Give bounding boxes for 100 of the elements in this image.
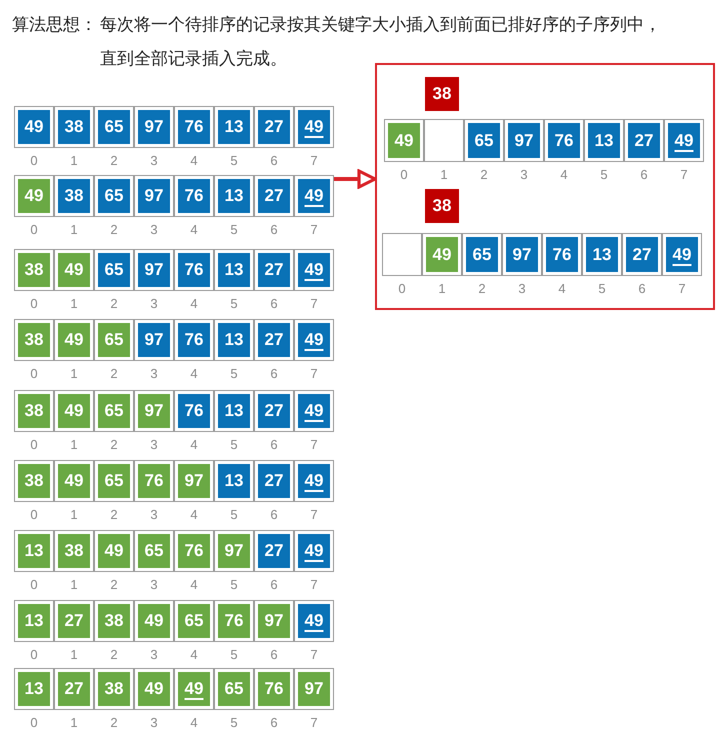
array-cell: 49 — [422, 233, 462, 276]
index-label: 6 — [269, 154, 279, 167]
array-cell: 97 — [134, 106, 174, 148]
index-label: 0 — [29, 367, 39, 380]
index-label: 4 — [189, 578, 199, 591]
index-label: 5 — [229, 578, 239, 591]
index-label: 2 — [109, 223, 119, 236]
index-label: 2 — [109, 297, 119, 310]
index-label: 7 — [309, 508, 319, 521]
array-cell: 76 — [254, 668, 294, 710]
index-label: 0 — [29, 508, 39, 521]
index-label: 1 — [69, 716, 79, 729]
array-cell: 13 — [214, 175, 254, 217]
array-cell: 97 — [134, 249, 174, 291]
index-label: 4 — [189, 367, 199, 380]
index-label: 2 — [109, 578, 119, 591]
array-cell: 65 — [94, 460, 134, 502]
array-cell: 27 — [254, 249, 294, 291]
array-cell: 38 — [54, 530, 94, 572]
array-cell: 65 — [94, 390, 134, 432]
array-cell: 13 — [14, 668, 54, 710]
array-cell: 27 — [54, 668, 94, 710]
array-cell: 97 — [134, 175, 174, 217]
array-cell: 27 — [254, 175, 294, 217]
array-cell: 49 — [134, 668, 174, 710]
array-cell: 49 — [664, 119, 704, 162]
index-label: 6 — [269, 223, 279, 236]
index-label: 5 — [229, 223, 239, 236]
index-label: 4 — [189, 297, 199, 310]
index-label: 3 — [149, 438, 159, 451]
index-label: 0 — [29, 223, 39, 236]
array-cell: 65 — [462, 233, 502, 276]
index-label: 1 — [437, 282, 447, 295]
index-label: 1 — [69, 154, 79, 167]
index-label: 7 — [309, 716, 319, 729]
index-label: 4 — [559, 168, 569, 181]
index-label: 3 — [149, 578, 159, 591]
array-cell: 49 — [134, 600, 174, 642]
index-label: 6 — [269, 508, 279, 521]
array-cell: 49 — [662, 233, 702, 276]
index-label: 4 — [189, 223, 199, 236]
index-label: 0 — [29, 716, 39, 729]
array-cell: 49 — [94, 530, 134, 572]
index-label: 3 — [519, 168, 529, 181]
index-label: 3 — [149, 223, 159, 236]
index-label: 1 — [69, 648, 79, 661]
array-cell: 49 — [294, 390, 334, 432]
index-label: 2 — [109, 648, 119, 661]
array-cell: 13 — [214, 106, 254, 148]
array-cell: 49 — [294, 175, 334, 217]
index-label: 2 — [479, 168, 489, 181]
index-label: 3 — [149, 154, 159, 167]
index-label: 7 — [677, 282, 687, 295]
array-cell: 97 — [174, 460, 214, 502]
array-cell: 97 — [294, 668, 334, 710]
array-cell: 49 — [294, 319, 334, 361]
index-label: 3 — [149, 716, 159, 729]
array-cell: 27 — [254, 530, 294, 572]
index-label: 2 — [109, 716, 119, 729]
array-cell: 76 — [174, 390, 214, 432]
index-label: 1 — [69, 508, 79, 521]
array-cell: 38 — [14, 460, 54, 502]
array-cell: 49 — [384, 119, 424, 162]
index-label: 5 — [229, 367, 239, 380]
key-value-box: 38 — [425, 77, 459, 111]
array-cell: 49 — [54, 390, 94, 432]
key-value-box: 38 — [425, 189, 459, 223]
array-cell: 27 — [54, 600, 94, 642]
index-label: 6 — [269, 648, 279, 661]
array-cell: 65 — [134, 530, 174, 572]
index-label: 7 — [309, 223, 319, 236]
index-label: 0 — [399, 168, 409, 181]
array-cell: 49 — [294, 106, 334, 148]
index-label: 3 — [149, 508, 159, 521]
array-cell: 65 — [174, 600, 214, 642]
index-label: 4 — [557, 282, 567, 295]
array-cell: 49 — [14, 106, 54, 148]
index-label: 6 — [269, 367, 279, 380]
array-cell: 27 — [254, 319, 294, 361]
index-label: 2 — [109, 367, 119, 380]
array-cell: 97 — [254, 600, 294, 642]
array-cell: 27 — [624, 119, 664, 162]
index-label: 2 — [477, 282, 487, 295]
index-label: 2 — [109, 508, 119, 521]
index-label: 6 — [269, 578, 279, 591]
array-cell: 49 — [54, 319, 94, 361]
array-cell: 13 — [214, 319, 254, 361]
array-cell: 49 — [174, 668, 214, 710]
index-label: 3 — [149, 297, 159, 310]
array-cell: 76 — [174, 175, 214, 217]
empty-cell — [424, 119, 464, 162]
array-cell: 13 — [214, 390, 254, 432]
array-cell: 65 — [94, 319, 134, 361]
index-label: 1 — [69, 367, 79, 380]
array-cell: 49 — [294, 600, 334, 642]
array-cell: 97 — [134, 319, 174, 361]
array-cell: 38 — [94, 600, 134, 642]
array-cell: 38 — [14, 319, 54, 361]
index-label: 4 — [189, 648, 199, 661]
array-cell: 65 — [94, 249, 134, 291]
